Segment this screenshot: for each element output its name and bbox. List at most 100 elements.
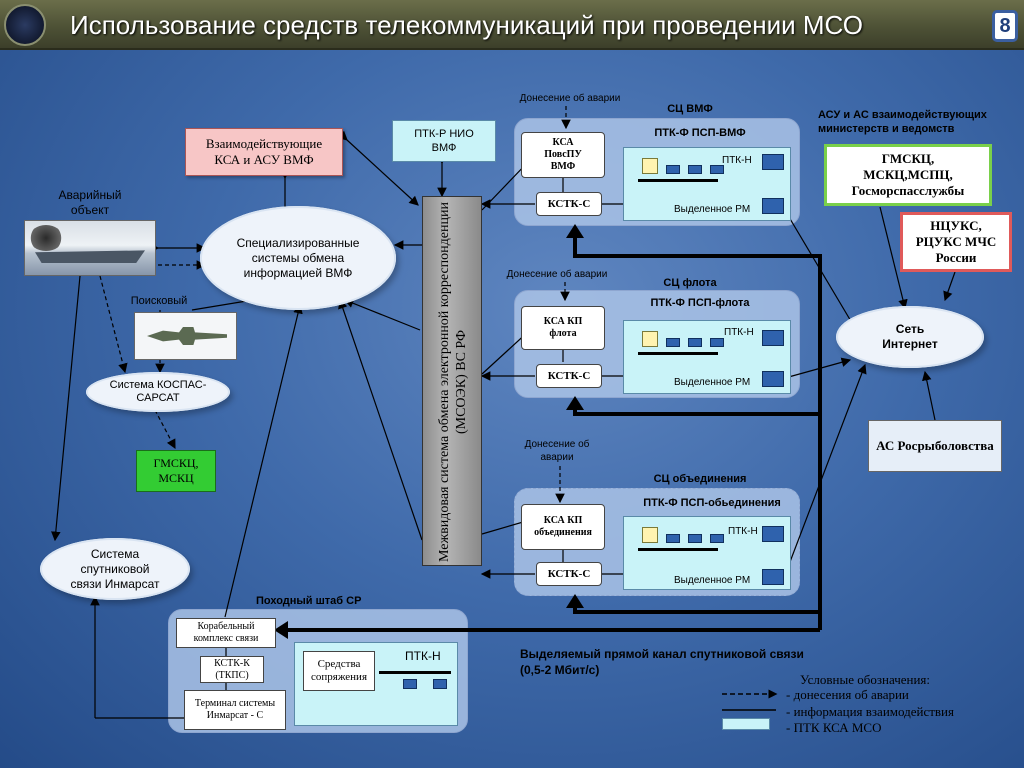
means-label: Средства сопряжения [311, 658, 367, 683]
ptk-r-box: ПТК-Р НИО ВМФ [392, 120, 496, 162]
sc-obed-server-icon [762, 526, 784, 542]
inmarsat-cloud: Система спутниковой связи Инмарсат [40, 538, 190, 600]
emergency-object-label: Аварийный объект [58, 188, 122, 217]
sc-flota-report-label: Донесение об аварии [506, 269, 608, 280]
interacting-ksa-box: Взаимодействующие КСА и АСУ ВМФ [185, 128, 343, 176]
sc-flota-workstation-icon [642, 331, 658, 347]
sc-vmf-node-icon [710, 165, 724, 174]
sc-flota-bus-line [638, 352, 718, 355]
sc-vmf-ptk-n-box: ПТК-Н Выделенное РМ [623, 147, 791, 221]
sc-obed-node-icon [710, 534, 724, 543]
ncuks-label: НЦУКС, РЦУКС МЧС России [915, 218, 997, 265]
interacting-ksa-label: Взаимодействующие КСА и АСУ ВМФ [205, 136, 323, 167]
sc-obed-report-label: Донесение об аварии [524, 439, 590, 463]
navy-emblem-icon [4, 4, 46, 46]
sc-vmf-kstk-label: КСТК-С [547, 198, 591, 210]
sc-flota-node-icon [688, 338, 702, 347]
kstk-k-box: КСТК-К (ТКПС) [200, 656, 264, 683]
hq-node-icon [433, 679, 447, 689]
means-box: Средства сопряжения [303, 651, 375, 691]
asu-title: АСУ и АС взаимодействующих министерств и… [818, 109, 987, 135]
gmsk-msk-box: ГМСКЦ, МСКЦ [136, 450, 216, 492]
msoek-label: Межвидовая система обмена электронной ко… [437, 202, 469, 562]
hq-title: Походный штаб СР [256, 595, 362, 607]
hq-ptk-n-label: ПТК-Н [405, 649, 441, 663]
page-number-badge: 8 [992, 10, 1018, 42]
sc-flota-node-icon [666, 338, 680, 347]
sc-vmf-rm-icon [762, 198, 784, 214]
ros-label: АС Росрыболовства [876, 438, 994, 453]
sc-obed-kstk-box: КСТК-С [536, 562, 602, 586]
legend-solid-label: - информация взаимодействия [786, 704, 954, 719]
sc-flota-rm-icon [762, 371, 784, 387]
sc-obed-kstk-label: КСТК-С [547, 568, 591, 580]
sc-obed-ksa-box: КСА КП объединения [521, 504, 605, 550]
sc-obed-node-icon [666, 534, 680, 543]
legend-title: Условные обозначения: [800, 672, 931, 687]
sc-obed-bus-line [638, 548, 718, 551]
sc-obed-ptk-n-box: ПТК-Н Выделенное РМ [623, 516, 791, 590]
sc-vmf-bus-line [638, 179, 718, 182]
sc-vmf-ksa-box: КСА ПовсПУ ВМФ [521, 132, 605, 178]
sc-vmf-node-icon [688, 165, 702, 174]
msoek-box: Межвидовая система обмена электронной ко… [422, 196, 482, 566]
terminal-label: Терминал системы Инмарсат - С [194, 698, 276, 721]
hq-bus-line [379, 671, 451, 674]
sc-vmf-report-label: Донесение об аварии [519, 93, 621, 104]
sc-obed-ptk-n-label: ПТК-Н [728, 526, 758, 537]
sc-flota-node-icon [710, 338, 724, 347]
internet-cloud: Сеть Интернет [836, 306, 984, 368]
sc-vmf-rm-label: Выделенное РМ [674, 204, 751, 215]
sc-flota-kstk-box: КСТК-С [536, 364, 602, 388]
terminal-box: Терминал системы Инмарсат - С [184, 690, 286, 730]
ptk-r-label: ПТК-Р НИО ВМФ [414, 128, 474, 154]
sc-vmf-node-icon [666, 165, 680, 174]
sc-flota-ksa-box: КСА КП флота [521, 306, 605, 350]
page-title: Использование средств телекоммуникаций п… [70, 10, 863, 40]
legend-box-swatch [722, 718, 770, 730]
sc-obed-node-icon [688, 534, 702, 543]
ship-complex-box: Корабельный комплекс связи [176, 618, 276, 648]
sc-vmf-workstation-icon [642, 158, 658, 174]
sc-flota-ptk-f: ПТК-Ф ПСП-флота [650, 297, 750, 309]
sc-flota-ptk-n-box: ПТК-Н Выделенное РМ [623, 320, 791, 394]
legend-box-label: - ПТК КСА МСО [786, 720, 882, 735]
sc-obed-rm-label: Выделенное РМ [674, 575, 751, 586]
sc-obed-ptk-f: ПТК-Ф ПСП-обьединения [643, 497, 781, 509]
sc-flota-ksa-label: КСА КП флота [543, 316, 583, 339]
sc-obed-ksa-label: КСА КП объединения [534, 515, 592, 538]
smoke-icon [29, 225, 63, 251]
satellite-channel-label: Выделяемый прямой канал спутниковой связ… [520, 647, 804, 677]
sc-obed-workstation-icon [642, 527, 658, 543]
specialized-systems-label: Специализированные системы обмена информ… [236, 235, 360, 280]
sc-vmf-server-icon [762, 154, 784, 170]
ship-complex-label: Корабельный комплекс связи [193, 621, 259, 644]
ship-icon [35, 250, 145, 263]
sc-flota-rm-label: Выделенное РМ [674, 377, 751, 388]
emergency-ship-image [24, 220, 156, 276]
kstk-k-label: КСТК-К (ТКПС) [214, 657, 250, 681]
sc-vmf-ptk-f: ПТК-Ф ПСП-ВМФ [654, 127, 746, 139]
sc-vmf-kstk-box: КСТК-С [536, 192, 602, 216]
sc-flota-kstk-label: КСТК-С [547, 370, 591, 382]
kospas-label: Система КОСПАС-САРСАТ [109, 379, 207, 404]
legend-dashed-label: - донесения об аварии [786, 687, 909, 702]
kospas-cloud: Система КОСПАС-САРСАТ [86, 372, 230, 412]
sc-vmf-ptk-n-label: ПТК-Н [722, 155, 752, 166]
sc-flota-ptk-n-label: ПТК-Н [724, 327, 754, 338]
search-plane-image [134, 312, 237, 360]
hq-node-icon [403, 679, 417, 689]
gmsk-box: ГМСКЦ, МСКЦ,МСПЦ, Госморспасслужбы [824, 144, 992, 206]
gmsk-label: ГМСКЦ, МСКЦ,МСПЦ, Госморспасслужбы [851, 151, 965, 198]
sc-flota-server-icon [762, 330, 784, 346]
sc-obed-title: СЦ объединения [653, 473, 747, 485]
sc-flota-title: СЦ флота [663, 277, 717, 289]
internet-label: Сеть Интернет [882, 322, 938, 351]
sc-obed-rm-icon [762, 569, 784, 585]
ncuks-box: НЦУКС, РЦУКС МЧС России [900, 212, 1012, 272]
plane-icon [147, 327, 227, 345]
title-bar [0, 0, 1024, 50]
inmarsat-label: Система спутниковой связи Инмарсат [70, 546, 160, 591]
hq-ptk-n-box: Средства сопряжения ПТК-Н [294, 642, 458, 726]
sc-vmf-ksa-label: КСА ПовсПУ ВМФ [544, 137, 582, 172]
